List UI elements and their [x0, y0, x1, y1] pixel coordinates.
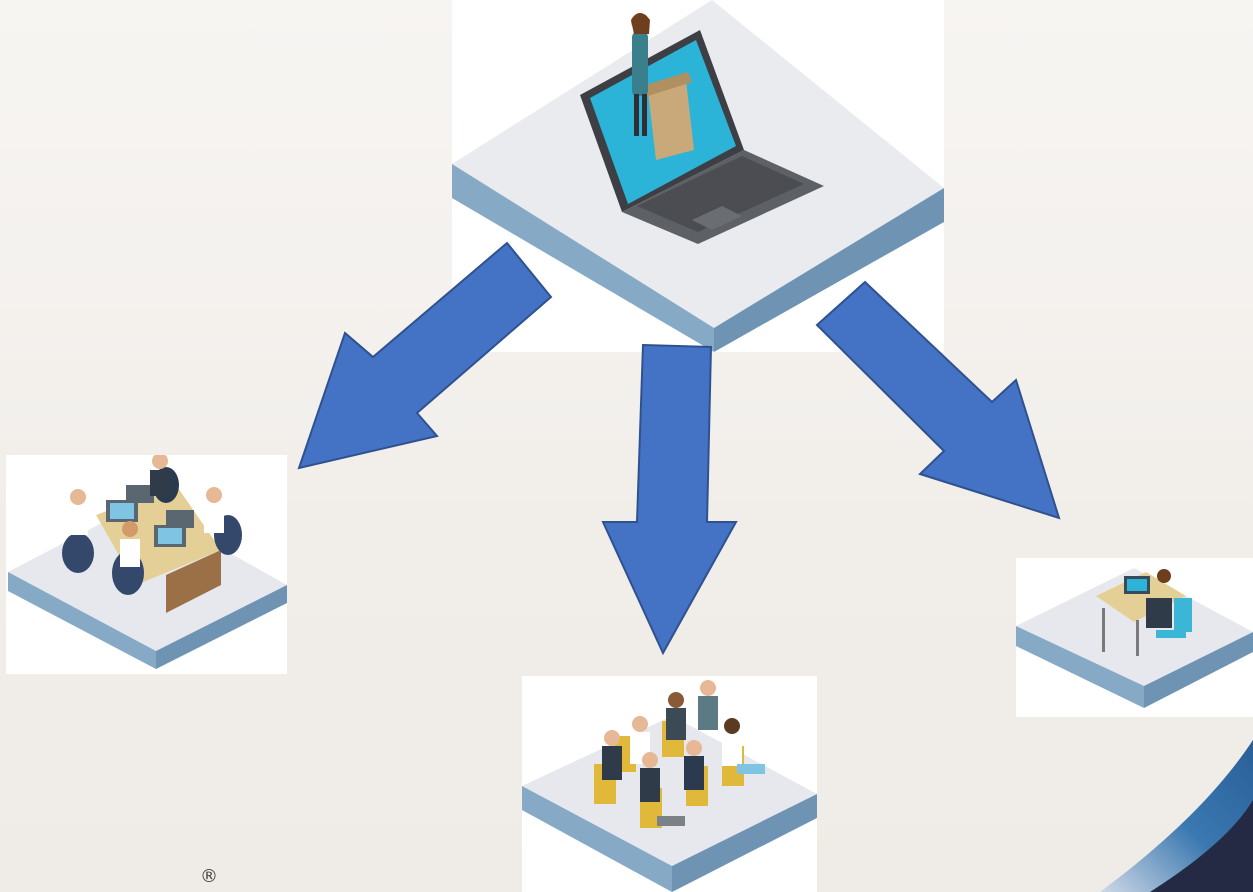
- arrow-to-single-desk: [815, 280, 1061, 520]
- registered-mark: ®: [200, 866, 218, 887]
- audience-classroom-icon: [522, 680, 817, 892]
- node-presenter: [452, 0, 944, 352]
- node-single-desk: [1016, 558, 1253, 717]
- node-team-office: [6, 455, 287, 674]
- team-office-icon: [8, 455, 287, 669]
- swoosh-dark: [1150, 800, 1253, 892]
- laptop-presenter-icon: [452, 0, 944, 352]
- single-worker-desk-icon: [1016, 568, 1253, 708]
- node-classroom: [522, 676, 817, 892]
- arrow-to-team-office: [297, 241, 553, 470]
- arrow-to-classroom: [601, 343, 738, 656]
